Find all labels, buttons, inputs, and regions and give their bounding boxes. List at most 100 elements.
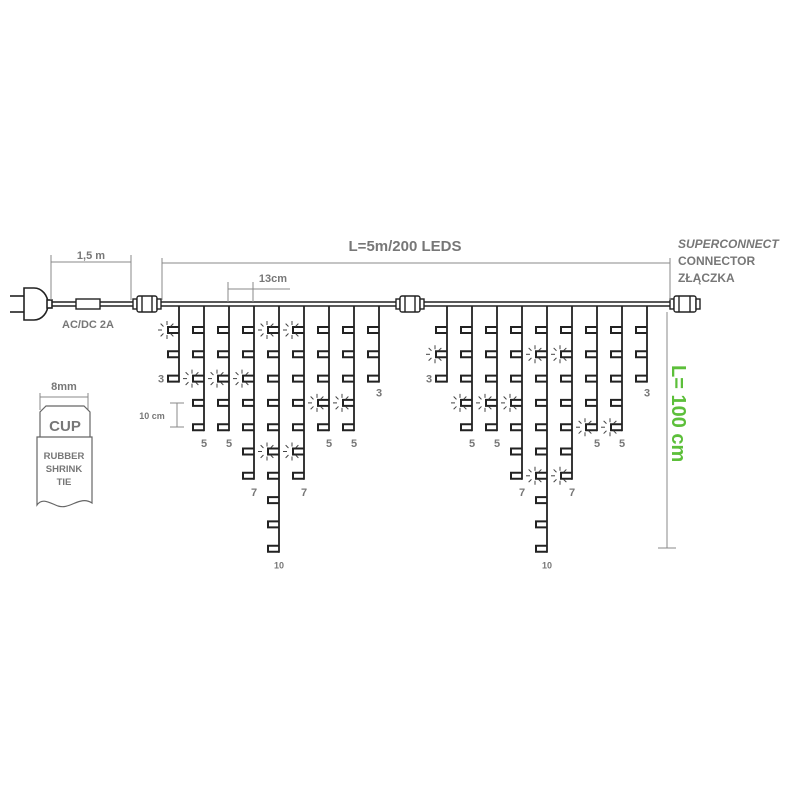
connector-middle — [395, 295, 425, 313]
superconnect-label: SUPERCONNECT — [678, 237, 780, 251]
led-icon — [242, 471, 254, 480]
led-icon — [510, 447, 522, 456]
tag-line-1: RUBBER — [44, 451, 85, 462]
led-icon — [267, 374, 279, 383]
drop-count-label: 5 — [226, 438, 232, 450]
tie-width-label: 8mm — [51, 381, 77, 393]
twinkle-led-icon — [283, 321, 304, 339]
led-icon — [535, 398, 547, 407]
led-icon — [510, 350, 522, 359]
led-icon — [635, 374, 647, 383]
twinkle-led-icon — [233, 369, 254, 388]
twinkle-led-icon — [551, 345, 572, 364]
twinkle-led-icon — [501, 393, 522, 412]
led-icon — [585, 326, 597, 334]
led-icon — [610, 326, 622, 334]
rubber-tie-icon — [36, 405, 93, 508]
total-length-label: L=5m/200 LEDS — [349, 238, 462, 255]
led-drop: 3 — [158, 306, 180, 386]
led-drop: 5 — [476, 306, 500, 450]
drop-count-label: 5 — [351, 438, 357, 450]
led-icon — [485, 350, 497, 359]
twinkle-led-icon — [551, 466, 572, 485]
drop-count-label: 5 — [594, 438, 600, 450]
led-icon — [585, 374, 597, 383]
drop-count-label: 3 — [644, 388, 650, 400]
led-icon — [367, 374, 379, 383]
led-icon — [535, 326, 547, 334]
led-icon — [267, 350, 279, 359]
led-icon — [535, 520, 547, 529]
drop-count-label: 10 — [542, 561, 552, 571]
led-icon — [267, 398, 279, 407]
led-icon — [317, 350, 329, 359]
led-icon — [317, 374, 329, 383]
led-icon — [167, 350, 179, 359]
drop-count-label: 3 — [376, 388, 382, 400]
led-icon — [510, 326, 522, 334]
led-icon — [585, 350, 597, 359]
twinkle-led-icon — [283, 442, 304, 461]
drop-count-label: 5 — [494, 438, 500, 450]
twinkle-led-icon — [208, 369, 229, 388]
led-drop: 7 — [283, 306, 307, 499]
led-icon — [242, 398, 254, 407]
twinkle-led-icon — [333, 393, 354, 412]
led-icon — [460, 326, 472, 334]
drop-count-label: 7 — [569, 487, 575, 499]
led-icon — [317, 423, 329, 432]
drop-count-label: 7 — [519, 487, 525, 499]
led-drop: 7 — [233, 306, 257, 499]
led-icon — [485, 326, 497, 334]
led-icon — [217, 423, 229, 432]
led-icon — [267, 520, 279, 529]
led-icon — [460, 423, 472, 432]
led-icon — [192, 423, 204, 432]
led-icon — [535, 544, 547, 553]
led-icon — [217, 398, 229, 407]
dimension-lines — [39, 255, 676, 549]
drop-count-label: 5 — [469, 438, 475, 450]
led-icon — [292, 350, 304, 359]
led-icon — [217, 326, 229, 334]
led-icon — [585, 398, 597, 407]
led-icon — [560, 326, 572, 334]
led-icon — [535, 496, 547, 505]
led-icon — [635, 326, 647, 334]
twinkle-led-icon — [576, 418, 597, 437]
led-icon — [242, 350, 254, 359]
twinkle-led-icon — [258, 321, 279, 339]
connector-left — [132, 295, 162, 313]
led-icon — [242, 326, 254, 334]
led-icon — [267, 544, 279, 553]
led-icon — [510, 471, 522, 480]
twinkle-led-icon — [451, 393, 472, 412]
led-drop: 5 — [451, 306, 475, 450]
drop-spacing-label: 13cm — [259, 273, 287, 285]
tag-line-2: SHRINK — [46, 464, 83, 475]
led-icon — [292, 423, 304, 432]
drop-length-label: L= 100 cm — [667, 365, 689, 462]
led-drop: 3 — [367, 306, 382, 400]
adapter-box — [75, 298, 101, 310]
led-drop: 5 — [208, 306, 232, 450]
power-cable — [52, 298, 135, 310]
led-icon — [535, 423, 547, 432]
led-icon — [317, 326, 329, 334]
twinkle-led-icon — [308, 393, 329, 412]
led-drop: 7 — [501, 306, 525, 499]
led-drop: 5 — [183, 306, 207, 450]
twinkle-led-icon — [158, 321, 179, 339]
led-icon — [460, 350, 472, 359]
connector-right — [669, 295, 701, 313]
led-icon — [610, 350, 622, 359]
drop-count-label: 5 — [326, 438, 332, 450]
led-drop: 3 — [426, 306, 448, 386]
drop-count-label: 7 — [251, 487, 257, 499]
led-drop: 5 — [333, 306, 357, 450]
twinkle-led-icon — [476, 393, 497, 412]
led-drop: 10 — [258, 306, 284, 571]
led-icon — [435, 326, 447, 334]
